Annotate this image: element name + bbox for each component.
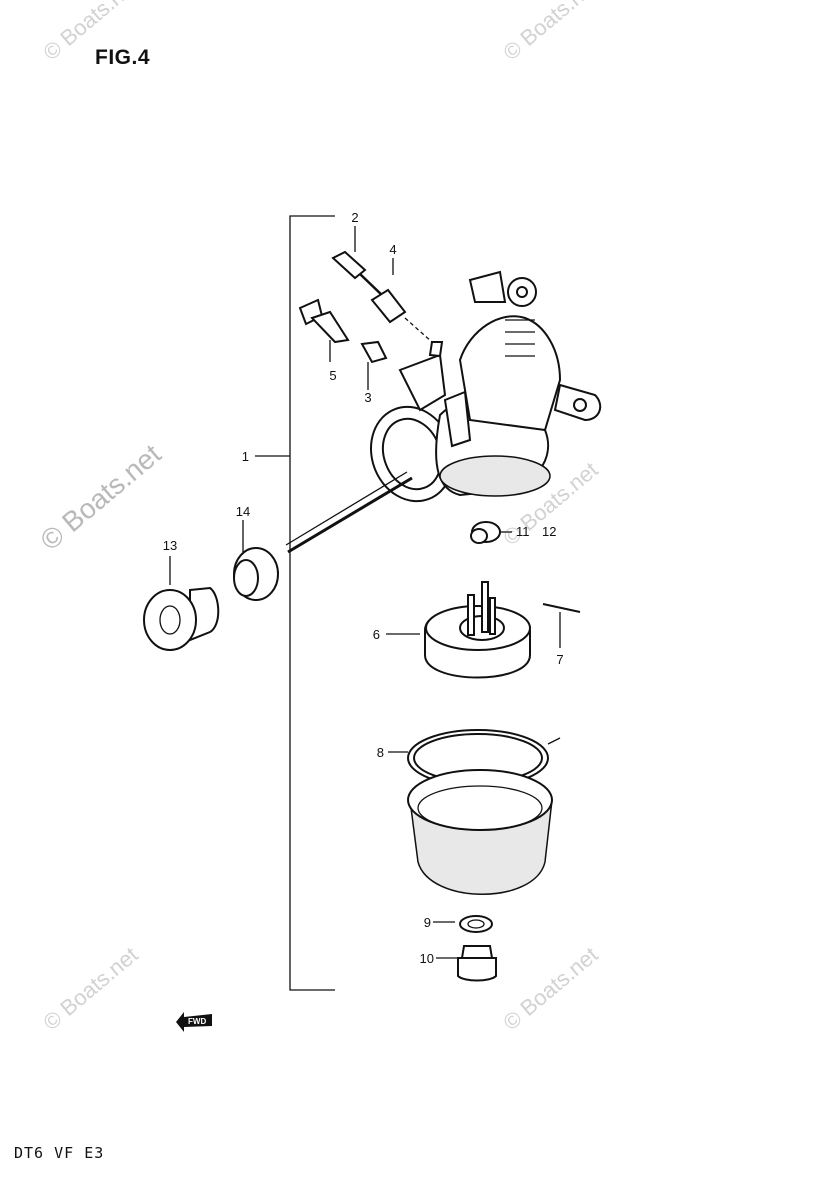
fwd-arrow-icon: FWD: [176, 1012, 212, 1032]
callout-3: 3: [364, 390, 371, 405]
part-9-washer: [433, 915, 493, 933]
part-7-pin: [542, 603, 581, 648]
callout-11: 11: [516, 524, 530, 539]
callout-6: 6: [373, 627, 380, 642]
callout-12: 12: [542, 524, 556, 539]
assembly-bracket: [255, 215, 335, 991]
callout-4: 4: [389, 242, 396, 257]
figure-title: FIG.4: [95, 46, 151, 69]
float-bowl: [407, 769, 553, 895]
model-code: DT6 VF E3: [14, 1144, 105, 1162]
part-10-plug: [436, 945, 497, 982]
callout-5: 5: [329, 368, 336, 383]
part-3-jet: [360, 340, 388, 390]
callout-1: 1: [242, 449, 249, 464]
callout-9: 9: [424, 915, 431, 930]
callout-13: 13: [163, 538, 177, 553]
carburetor-body: [285, 270, 602, 554]
callout-8: 8: [377, 745, 384, 760]
part-6-float: [386, 581, 531, 679]
callout-2: 2: [351, 210, 358, 225]
part-11-screw: [470, 521, 512, 544]
part-4-needle: [370, 258, 433, 343]
callout-10: 10: [420, 951, 434, 966]
part-2-screw: [331, 226, 386, 299]
callout-14: 14: [236, 504, 250, 519]
part-5-jet: [298, 298, 350, 362]
part-13-knob: [143, 556, 220, 651]
callout-7: 7: [556, 652, 563, 667]
part-14-grommet: [233, 520, 279, 601]
fwd-label: FWD: [188, 1017, 206, 1026]
